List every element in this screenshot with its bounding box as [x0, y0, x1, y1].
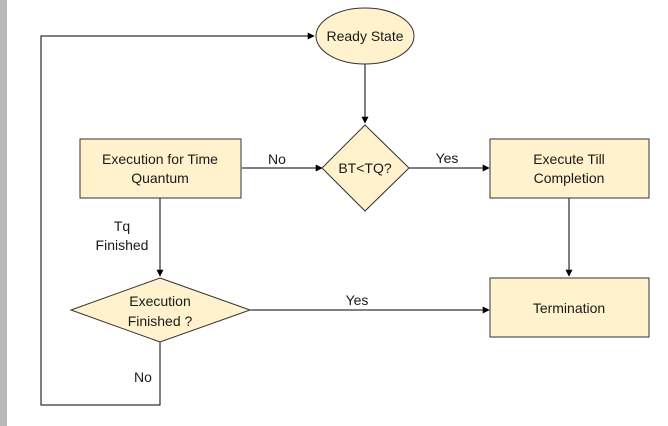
node-exec-time-quantum-line1: Execution for Time [102, 151, 218, 167]
node-bt-tq-label: BT<TQ? [338, 160, 392, 176]
node-termination: Termination [489, 277, 650, 338]
node-exec-time-quantum: Execution for Time Quantum [79, 138, 242, 199]
edge-label-no: No [268, 151, 286, 167]
node-exec-till-completion-line2: Completion [534, 170, 605, 186]
node-exec-till-completion-line1: Execute Till [533, 151, 605, 167]
edge-label-tq-line2: Finished [96, 237, 149, 253]
node-termination-label: Termination [533, 300, 605, 316]
node-exec-till-completion: Execute Till Completion [489, 138, 650, 199]
node-ready-state: Ready State [315, 7, 415, 65]
edge-label-no-loop: No [134, 369, 152, 385]
edge-finished-loop-to-ready [40, 32, 315, 406]
edge-label-yes: Yes [436, 150, 459, 166]
edge-label-tq-line1: Tq [114, 218, 130, 234]
node-ready-state-label: Ready State [326, 28, 403, 44]
window-edge-strip [0, 0, 7, 426]
node-exec-finished-decision: Execution Finished ? [69, 277, 252, 343]
node-exec-finished-line2: Finished ? [128, 313, 193, 329]
node-exec-finished-line1: Execution [129, 293, 190, 309]
node-bt-tq-decision: BT<TQ? [321, 124, 410, 212]
edge-label-yes-termination: Yes [346, 292, 369, 308]
node-exec-time-quantum-line2: Quantum [131, 170, 189, 186]
